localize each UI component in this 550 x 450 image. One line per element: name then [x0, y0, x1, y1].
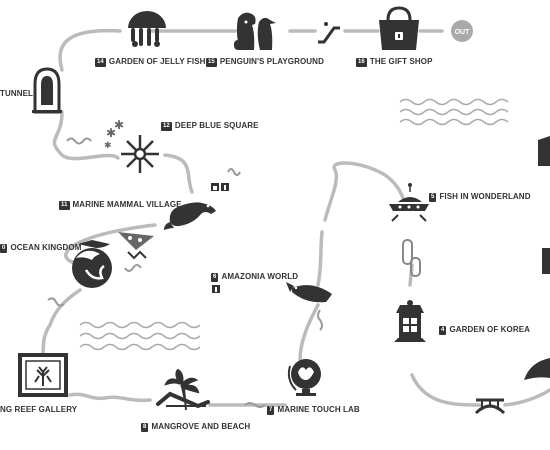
bridge-icon [474, 398, 506, 415]
building-icon [538, 138, 550, 166]
zone-number: 7 [267, 406, 275, 415]
zone-number: 6 [211, 273, 219, 282]
gift-shop-icon [379, 6, 419, 50]
zone-number: 12 [161, 122, 172, 131]
zone-number: 15 [206, 58, 217, 67]
penguin-icon [234, 12, 276, 51]
zone-number: 5 [429, 193, 437, 202]
escalator-icon [318, 22, 340, 44]
palm-beach-icon [156, 368, 210, 411]
reef-frame-icon [18, 353, 68, 397]
shark-icon [72, 240, 112, 288]
swimmer-icon [118, 232, 154, 260]
wave-icon [79, 98, 509, 351]
svg-text:✱: ✱ [104, 141, 112, 151]
zone-name: FISH IN WONDERLAND [439, 192, 531, 201]
zone-name: AMAZONIA WORLD [221, 272, 299, 281]
route-path [40, 28, 550, 407]
svg-text:✱: ✱ [106, 126, 116, 140]
fish-icon [524, 136, 550, 380]
zone-number: 14 [95, 58, 106, 67]
zone-name: TUNNEL [0, 89, 34, 98]
zone-name: GARDEN OF KOREA [449, 325, 531, 334]
sparkle-icon: ✱ ✱ ✱ [104, 118, 124, 151]
zone-name: NG REEF GALLERY [0, 405, 78, 414]
label-reef-gallery[interactable]: NG REEF GALLERY [0, 405, 77, 414]
coil-decorations [47, 137, 323, 408]
zone-number: 16 [356, 58, 367, 67]
svg-text:✱: ✱ [114, 118, 124, 132]
jellyfish-icon [128, 11, 166, 47]
tunnel-icon [32, 67, 62, 114]
zone-name: OCEAN KINGDOM [10, 243, 82, 252]
label-tunnel[interactable]: TUNNEL [0, 89, 33, 98]
zone-number: 4 [439, 326, 447, 335]
zone-name: MANGROVE AND BEACH [151, 422, 251, 431]
tank-icon [402, 239, 421, 277]
zone-number: 0 [0, 244, 8, 253]
amazon-fish-icon [286, 282, 332, 303]
zone-name: MARINE TOUCH LAB [277, 405, 360, 414]
zone-name: DEEP BLUE SQUARE [174, 121, 259, 130]
globe-icon [287, 359, 321, 396]
zone-number: 8 [141, 423, 149, 432]
coral-icon [121, 135, 159, 173]
lantern-icon [394, 300, 426, 342]
zone-name: MARINE MAMMAL VILLAGE [72, 200, 182, 209]
zone-name: THE GIFT SHOP [369, 57, 433, 66]
manatee-icon [164, 202, 216, 230]
exit-icon: OUT [451, 20, 473, 42]
restroom-icon [211, 183, 229, 293]
ufo-fish-icon [389, 183, 429, 222]
zone-name: PENGUIN'S PLAYGROUND [219, 57, 324, 66]
exit-label: OUT [455, 29, 471, 36]
zone-name: GARDEN OF JELLY FISH [108, 57, 206, 66]
zone-number: 11 [59, 201, 70, 210]
